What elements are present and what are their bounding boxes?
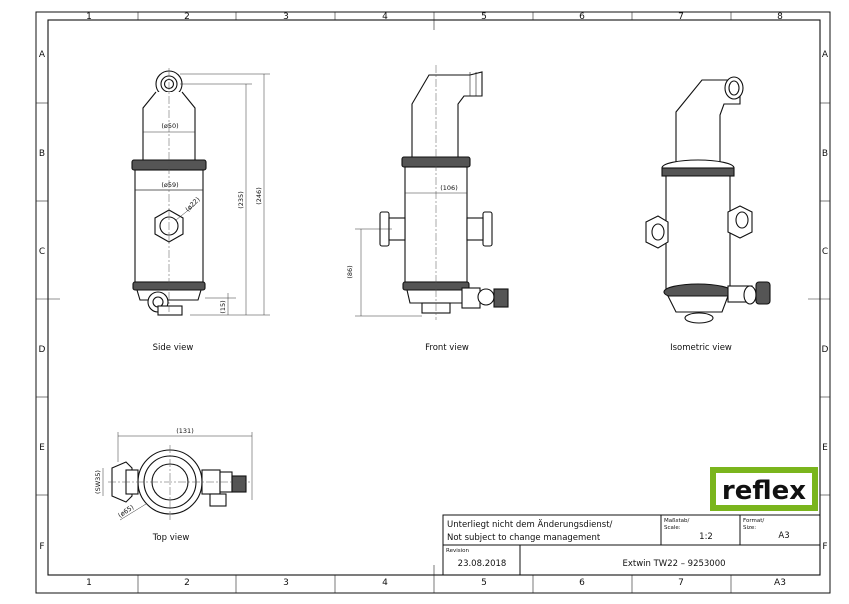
row-label-a: A <box>39 50 46 60</box>
col-label-bottom-2: 2 <box>184 578 190 588</box>
front-dim-width: (106) <box>440 184 457 192</box>
row-label-e: E <box>39 443 45 453</box>
top-view-label: Top view <box>152 533 190 543</box>
title-block <box>442 514 821 576</box>
row-label-c: C <box>39 247 45 257</box>
row-label-right-b: B <box>822 149 828 159</box>
side-dim-top-diameter: (ø50) <box>161 122 178 130</box>
col-label-7: 7 <box>678 12 684 22</box>
col-label-bottom-4: 4 <box>382 578 388 588</box>
col-label-6: 6 <box>579 12 585 22</box>
reflex-logo: reflex <box>710 467 818 511</box>
sheet-size-bottom: A3 <box>774 578 786 588</box>
top-dim-wrench-size: (SW35) <box>94 470 102 494</box>
side-dim-height-3: (15) <box>219 300 227 313</box>
logo-wordmark: reflex <box>722 476 806 506</box>
row-label-right-e: E <box>822 443 828 453</box>
row-label-d: D <box>39 345 46 355</box>
col-label-bottom-7: 7 <box>678 578 684 588</box>
col-label-1: 1 <box>86 12 92 22</box>
col-label-bottom-1: 1 <box>86 578 92 588</box>
col-label-3: 3 <box>283 12 289 22</box>
front-view <box>355 65 509 320</box>
scale-label: Maßstab/ <box>664 518 689 524</box>
col-label-8: 8 <box>777 12 783 22</box>
side-view-label: Side view <box>153 343 194 353</box>
col-label-bottom-5: 5 <box>481 578 487 588</box>
side-view <box>131 68 270 316</box>
front-dim-height: (86) <box>346 265 354 278</box>
col-label-2: 2 <box>184 12 190 22</box>
scale-value: 1:2 <box>699 532 713 542</box>
row-label-right-c: C <box>822 247 828 257</box>
format-label: Format/ <box>743 518 764 524</box>
front-view-label: Front view <box>425 343 469 353</box>
note-english: Not subject to change management <box>447 533 601 543</box>
product-title: Extwin TW22 – 9253000 <box>622 559 725 569</box>
row-label-right-a: A <box>822 50 829 60</box>
revision-date: 23.08.2018 <box>458 559 507 569</box>
row-label-b: B <box>39 149 45 159</box>
col-label-bottom-6: 6 <box>579 578 585 588</box>
row-label-f: F <box>39 542 44 552</box>
format-value: A3 <box>778 531 789 541</box>
col-label-bottom-3: 3 <box>283 578 289 588</box>
outer-border <box>35 11 831 594</box>
side-dim-height-1: (235) <box>237 191 245 208</box>
col-label-5: 5 <box>481 12 487 22</box>
isometric-view <box>645 76 771 324</box>
row-label-right-f: F <box>822 542 827 552</box>
top-view <box>102 432 253 521</box>
note-german: Unterliegt nicht dem Änderungsdienst/ <box>447 519 613 530</box>
side-dim-height-2: (246) <box>255 187 263 204</box>
zone-ticks <box>36 12 830 593</box>
top-dim-width: (131) <box>176 427 193 435</box>
side-dim-body-diameter: (ø59) <box>161 181 178 189</box>
format-label-en: Size: <box>743 525 756 531</box>
scale-label-en: Scale: <box>664 525 681 531</box>
top-dim-diameter: (ø65) <box>117 503 136 519</box>
isometric-view-label: Isometric view <box>670 343 732 353</box>
col-label-4: 4 <box>382 12 388 22</box>
revision-label: Revision <box>446 548 469 554</box>
row-label-right-d: D <box>822 345 829 355</box>
